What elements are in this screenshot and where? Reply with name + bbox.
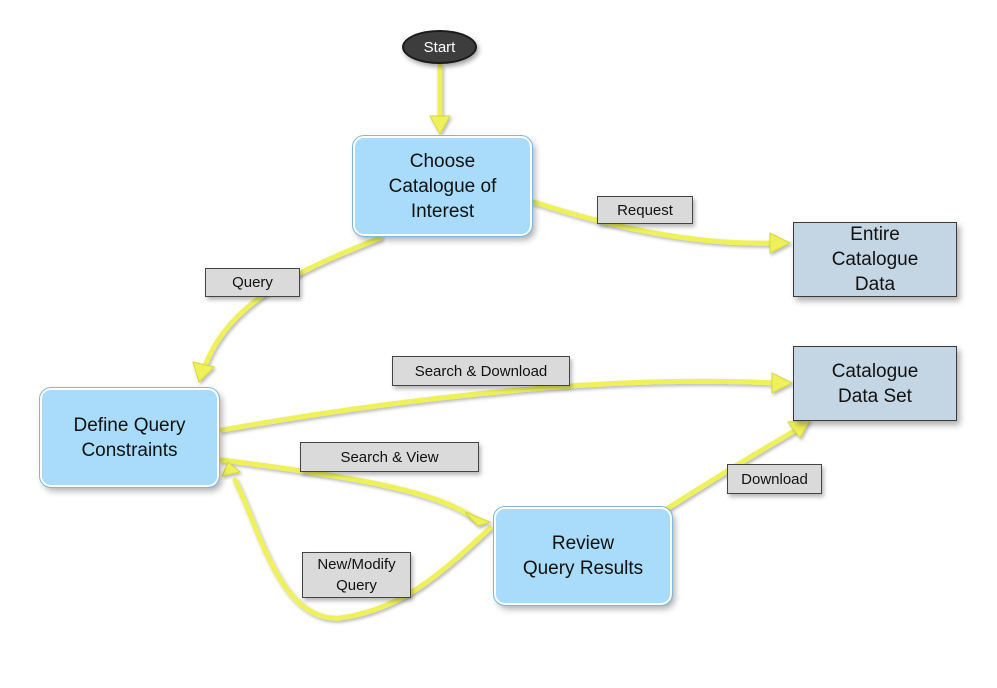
arrowhead-define-top — [192, 361, 215, 383]
arrow-choose-to-entire — [531, 199, 775, 246]
review-results-node: Review Query Results — [493, 506, 673, 606]
edge-label-query: Query — [205, 268, 300, 297]
arrowhead-review — [464, 511, 492, 527]
choose-catalogue-node: Choose Catalogue of Interest — [352, 135, 533, 237]
edge-label-download: Download — [727, 464, 822, 494]
arrow-choose-to-define — [202, 235, 383, 369]
start-terminal: Start — [402, 30, 477, 64]
arrowhead-dataset — [771, 372, 794, 394]
catalogue-data-set-node: Catalogue Data Set — [793, 346, 957, 421]
arrow-review-to-define — [232, 477, 493, 621]
edge-label-search-download: Search & Download — [392, 356, 570, 386]
define-query-node: Define Query Constraints — [39, 387, 220, 488]
arrow-define-to-review — [219, 457, 479, 523]
arrowhead-choose — [429, 115, 451, 136]
arrowhead-define-bottom — [221, 461, 242, 477]
entire-catalogue-data-node: Entire Catalogue Data — [793, 222, 957, 297]
arrowhead-entire — [769, 232, 792, 254]
edge-label-search-view: Search & View — [300, 442, 479, 472]
arrowhead-dataset-bottom — [787, 419, 811, 439]
edge-label-request: Request — [597, 196, 693, 224]
arrow-define-to-dataset — [219, 378, 777, 433]
arrow-review-to-dataset — [662, 427, 799, 513]
edge-label-new-modify-query: New/Modify Query — [302, 552, 411, 598]
